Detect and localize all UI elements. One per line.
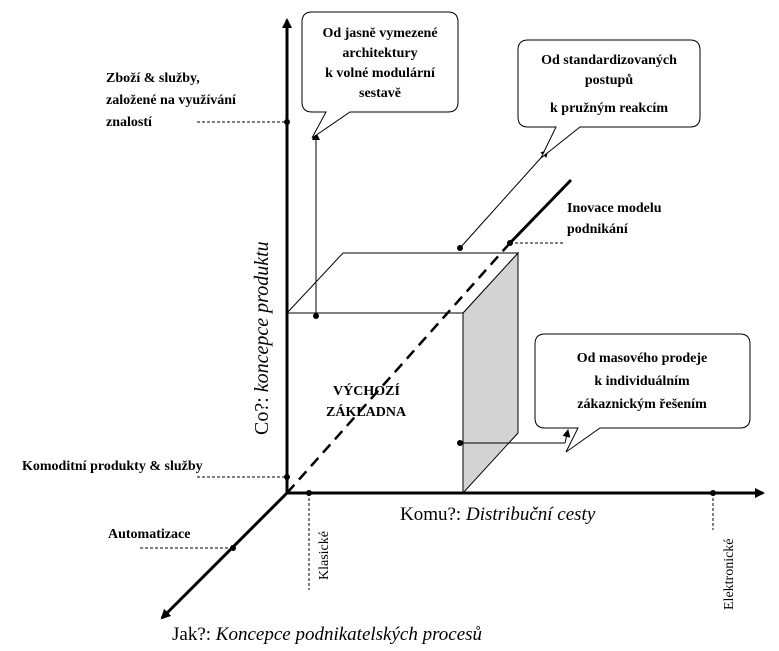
y-top-label-line-2: založené na využívání bbox=[106, 93, 237, 108]
y-top-label-line-1: Zboží & služby, bbox=[106, 71, 200, 86]
y-axis-title-prefix: Co?: bbox=[251, 392, 273, 435]
callout-1-line-2: architektury bbox=[342, 46, 417, 61]
connector-arrow-diagonal bbox=[459, 149, 549, 249]
callout-bubble-3 bbox=[534, 333, 751, 453]
x-axis-title: Komu?: Distribuční cesty bbox=[400, 504, 596, 525]
x-axis-title-prefix: Komu?: bbox=[400, 504, 466, 525]
callout-3-line-2: k individuálním bbox=[594, 374, 690, 389]
connector-arrow-right bbox=[562, 429, 571, 444]
dot-elektronicke bbox=[710, 490, 716, 496]
callout-1-line-1: Od jasně vymezené bbox=[322, 26, 437, 41]
dot-klasicke bbox=[306, 490, 312, 496]
callout-1-line-3: k volné modulární bbox=[325, 66, 436, 81]
callout-2-line-3: k pružným reakcím bbox=[550, 101, 668, 116]
z-axis-title-italic: Koncepce podnikatelských procesů bbox=[215, 624, 482, 645]
y-top-label-line-3: znalostí bbox=[106, 115, 153, 130]
dot-automatizace bbox=[230, 545, 236, 551]
dot-y-top bbox=[284, 119, 290, 125]
x-axis-title-italic: Distribuční cesty bbox=[465, 504, 596, 525]
y-axis-title-italic: koncepce produktu bbox=[251, 241, 273, 392]
box-label-line-2: ZÁKLADNA bbox=[326, 403, 407, 420]
z-axis-far bbox=[508, 178, 573, 245]
dot-box-side bbox=[457, 440, 463, 446]
callout-bubble-2 bbox=[517, 39, 701, 159]
y-bottom-label: Komoditní produkty & služby bbox=[22, 459, 203, 474]
box-front-face bbox=[286, 312, 464, 494]
dot-box-top bbox=[457, 245, 463, 251]
z-near-label: Automatizace bbox=[108, 527, 190, 542]
dot-box-left bbox=[313, 313, 319, 319]
x-far-label: Elektronické bbox=[722, 538, 737, 610]
z-far-label-line-1: Inovace modelu bbox=[567, 201, 662, 216]
x-near-label: Klasické bbox=[317, 531, 332, 580]
dot-inovace bbox=[507, 240, 513, 246]
callout-1-line-4: sestavě bbox=[359, 86, 401, 101]
callout-3-line-3: zákaznickým řešením bbox=[577, 397, 707, 412]
z-axis-title: Jak?: Koncepce podnikatelských procesů bbox=[172, 624, 482, 645]
callout-3-line-1: Od masového prodeje bbox=[577, 351, 707, 366]
callout-bubble-1 bbox=[301, 11, 459, 139]
z-axis-title-prefix: Jak?: bbox=[172, 624, 216, 645]
callout-2-line-1: Od standardizovaných bbox=[541, 53, 677, 68]
z-axis-dashed bbox=[286, 242, 511, 494]
callout-2-line-2: postupů bbox=[585, 73, 633, 88]
z-axis-near bbox=[160, 491, 289, 620]
y-axis-title: Co?: koncepce produktu bbox=[251, 241, 273, 435]
z-far-label-line-2: podnikání bbox=[567, 222, 629, 237]
dot-y-bottom bbox=[284, 474, 290, 480]
box-label-line-1: VÝCHOZÍ bbox=[333, 382, 400, 399]
